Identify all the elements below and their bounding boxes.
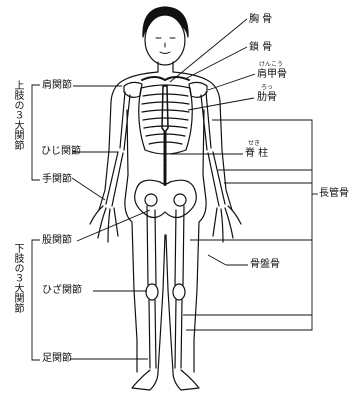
label-ankle-joint: 足関節	[42, 353, 72, 364]
label-knee-joint: ひざ関節	[42, 285, 82, 296]
foot-left	[132, 370, 158, 390]
label-spine: 脊 柱	[245, 148, 268, 159]
ruby-scapula: けんこう	[259, 62, 283, 68]
knee-left	[146, 284, 158, 300]
hand-right	[213, 206, 241, 242]
knee-right	[173, 284, 185, 300]
foot-right	[173, 370, 199, 390]
head	[145, 15, 185, 65]
hand-left	[90, 206, 118, 242]
label-scapula: 肩甲骨	[257, 69, 287, 80]
humerus-right	[201, 92, 211, 150]
clavicle	[142, 77, 189, 80]
label-elbow-joint: ひじ関節	[41, 146, 81, 157]
ruby-ribs: ろっ	[261, 85, 273, 91]
label-lower-limb-three-joints: 下肢の３大関節	[12, 243, 23, 313]
label-hip-joint: 股関節	[42, 235, 72, 246]
label-clavicle: 鎖 骨	[249, 42, 272, 53]
label-ribs: 肋骨	[257, 92, 277, 103]
label-shoulder-joint: 肩関節	[42, 80, 72, 91]
label-upper-limb-three-joints: 上肢の３大関節	[12, 80, 23, 150]
sternum	[162, 86, 168, 132]
body-outline	[99, 72, 232, 372]
humerus-left	[120, 92, 130, 150]
femur-right	[175, 206, 184, 285]
label-wrist-joint: 手関節	[42, 174, 72, 185]
label-sternum: 胸 骨	[249, 14, 272, 25]
label-long-bone: 長管骨	[319, 188, 349, 199]
ruby-spine: せき	[248, 141, 260, 147]
label-pelvis: 骨盤骨	[250, 259, 280, 270]
